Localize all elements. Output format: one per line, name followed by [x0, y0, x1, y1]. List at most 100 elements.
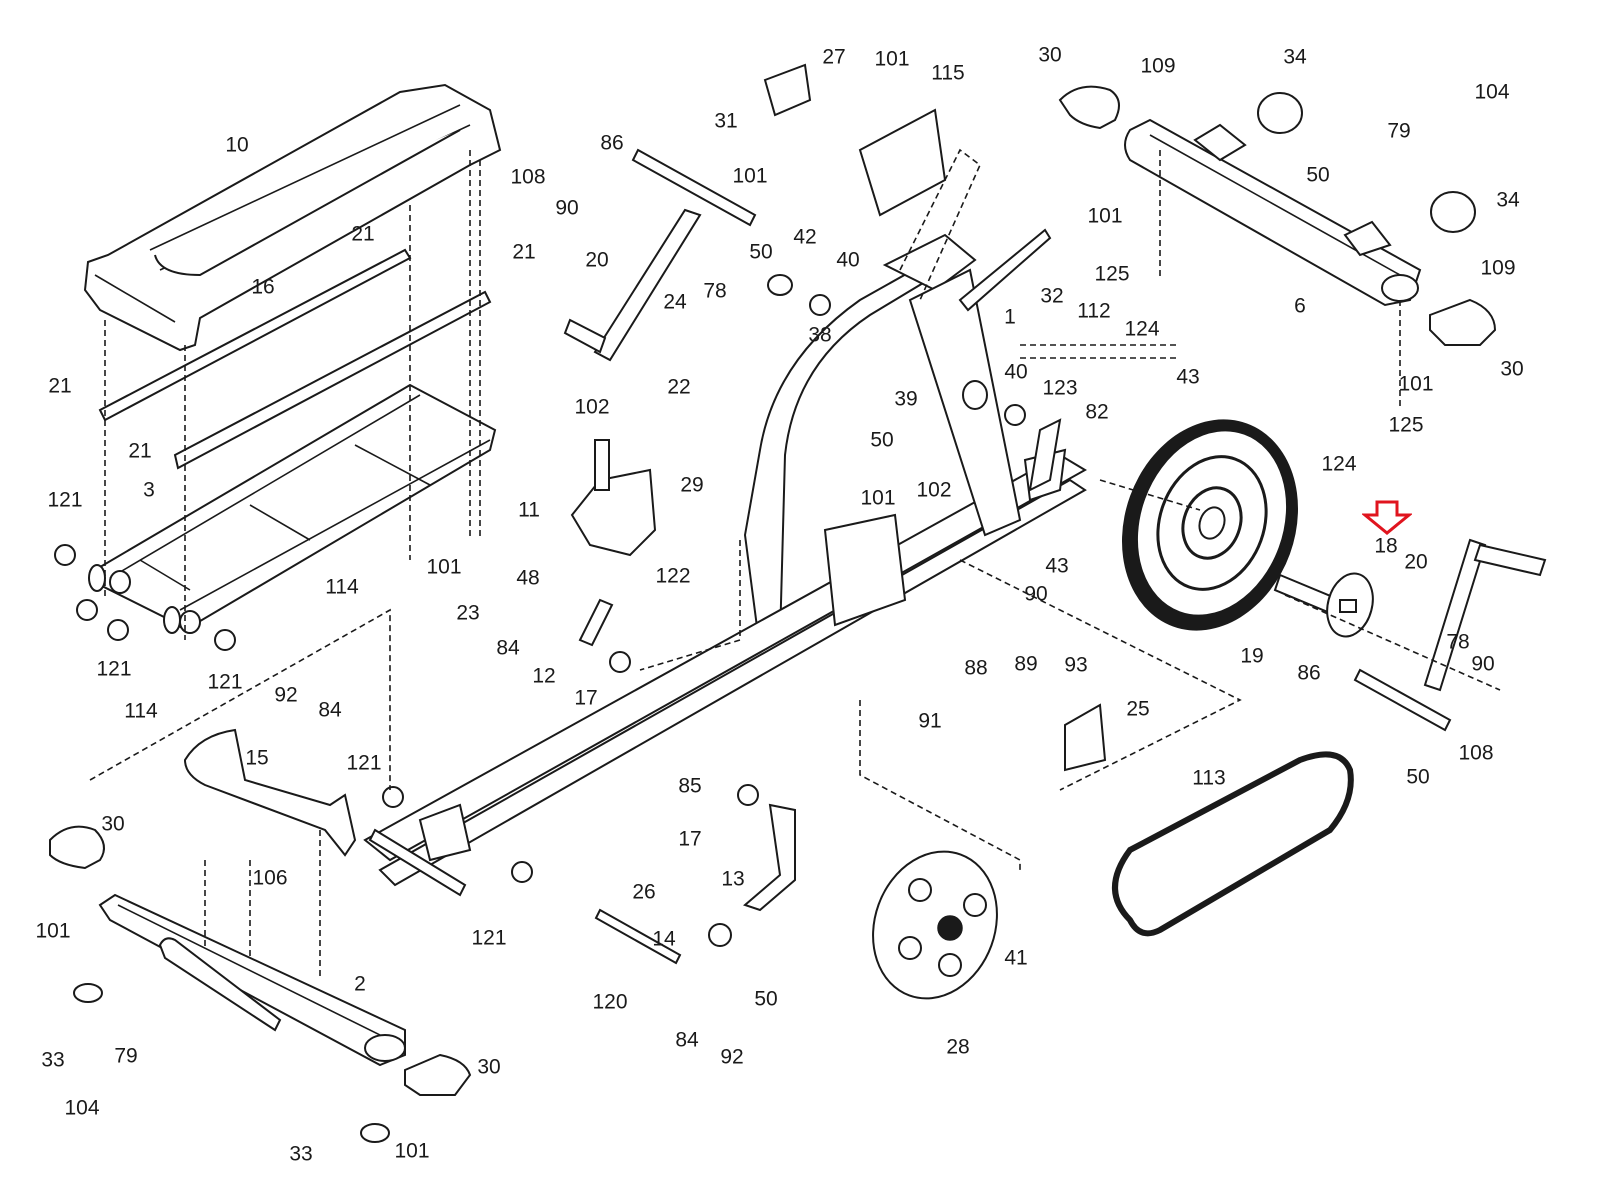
- callout-part-101: 101: [860, 486, 896, 510]
- callout-part-82: 82: [1085, 400, 1109, 424]
- callout-part-92: 92: [720, 1045, 744, 1069]
- callout-part-19: 19: [1240, 644, 1264, 668]
- highlight-arrow-icon: [1362, 500, 1412, 535]
- end-caps-and-wheels: [49, 85, 1497, 1096]
- callout-part-2: 2: [354, 972, 366, 996]
- callout-part-122: 122: [655, 564, 691, 588]
- callout-part-90: 90: [555, 196, 579, 220]
- callout-part-123: 123: [1042, 376, 1078, 400]
- callout-part-106: 106: [252, 866, 288, 890]
- callout-part-125: 125: [1094, 262, 1130, 286]
- part-20-pedal-arm-right: [1353, 538, 1547, 732]
- part-2-front-stabilizer: [98, 893, 406, 1067]
- callout-part-120: 120: [592, 990, 628, 1014]
- callout-part-102: 102: [574, 395, 610, 419]
- callout-part-23: 23: [456, 601, 480, 625]
- callout-part-124: 124: [1321, 452, 1357, 476]
- callout-part-12: 12: [532, 664, 556, 688]
- callout-part-16: 16: [251, 275, 275, 299]
- callout-part-101: 101: [732, 164, 768, 188]
- bushings-121: [54, 544, 533, 883]
- callout-part-93: 93: [1064, 653, 1088, 677]
- callout-part-33: 33: [289, 1142, 313, 1166]
- callout-part-50: 50: [1306, 163, 1330, 187]
- callout-part-43: 43: [1176, 365, 1200, 389]
- callout-part-101: 101: [1087, 204, 1123, 228]
- callout-part-121: 121: [207, 670, 243, 694]
- callout-part-108: 108: [1458, 741, 1494, 765]
- callout-part-109: 109: [1140, 54, 1176, 78]
- callout-part-78: 78: [703, 279, 727, 303]
- callout-part-114: 114: [124, 699, 158, 723]
- callout-part-27: 27: [822, 45, 846, 69]
- part-20-pedal-arm-left: [563, 148, 757, 362]
- callout-part-50: 50: [1406, 765, 1430, 789]
- callout-part-113: 113: [1192, 766, 1226, 790]
- callout-part-6: 6: [1294, 294, 1306, 318]
- callout-part-114: 114: [325, 575, 359, 599]
- callout-part-90: 90: [1471, 652, 1495, 676]
- callout-part-89: 89: [1014, 652, 1038, 676]
- callout-part-86: 86: [600, 131, 624, 155]
- callout-part-17: 17: [678, 827, 702, 851]
- callout-part-115: 115: [931, 61, 965, 85]
- callout-part-30: 30: [1500, 357, 1524, 381]
- callout-part-50: 50: [754, 987, 778, 1011]
- callout-part-25: 25: [1126, 697, 1150, 721]
- callout-part-124: 124: [1124, 317, 1160, 341]
- part-18-crank-axle[interactable]: [1273, 568, 1380, 641]
- callout-part-121: 121: [471, 926, 507, 950]
- callout-part-78: 78: [1446, 630, 1470, 654]
- callout-part-13: 13: [721, 867, 745, 891]
- callout-part-32: 32: [1040, 284, 1064, 308]
- callout-part-11: 11: [518, 498, 540, 522]
- callout-part-22: 22: [667, 375, 691, 399]
- callout-part-33: 33: [41, 1048, 65, 1072]
- callout-part-30: 30: [477, 1055, 501, 1079]
- part-10-console-cover: [83, 83, 502, 352]
- callout-part-101: 101: [35, 919, 71, 943]
- callout-part-48: 48: [516, 566, 540, 590]
- callout-part-40: 40: [836, 248, 860, 272]
- callout-part-104: 104: [1474, 80, 1510, 104]
- callout-part-34: 34: [1496, 188, 1520, 212]
- callout-part-1: 1: [1004, 305, 1016, 329]
- callout-part-40: 40: [1004, 360, 1028, 384]
- callout-part-125: 125: [1388, 413, 1424, 437]
- callout-part-24: 24: [663, 290, 687, 314]
- callout-part-79: 79: [114, 1044, 138, 1068]
- part-15-handle: [183, 728, 357, 857]
- callout-part-30: 30: [1038, 43, 1062, 67]
- callout-part-41: 41: [1004, 946, 1028, 970]
- callout-part-39: 39: [894, 387, 918, 411]
- callout-part-50: 50: [749, 240, 773, 264]
- callout-part-112: 112: [1077, 299, 1111, 323]
- callout-part-121: 121: [47, 488, 83, 512]
- callout-part-14: 14: [652, 927, 676, 951]
- callout-part-21: 21: [128, 439, 152, 463]
- callout-part-10: 10: [225, 133, 249, 157]
- callout-part-86: 86: [1297, 661, 1321, 685]
- callout-part-101: 101: [394, 1139, 430, 1163]
- callout-part-101: 101: [426, 555, 462, 579]
- callout-part-31: 31: [714, 109, 738, 133]
- callout-part-18[interactable]: 18: [1374, 534, 1398, 558]
- callout-part-102: 102: [916, 478, 952, 502]
- part-28-flywheel: [872, 850, 998, 1000]
- callout-part-85: 85: [678, 774, 702, 798]
- callout-part-101: 101: [1398, 372, 1434, 396]
- callout-part-84: 84: [496, 636, 520, 660]
- callout-part-34: 34: [1283, 45, 1307, 69]
- callout-part-38: 38: [808, 323, 832, 347]
- callout-part-88: 88: [964, 656, 988, 680]
- callout-part-26: 26: [632, 880, 656, 904]
- callout-part-43: 43: [1045, 554, 1069, 578]
- mechanism-parts: [570, 63, 1107, 965]
- part-6-rear-stabilizer: [1124, 118, 1422, 307]
- callout-part-108: 108: [510, 165, 546, 189]
- callout-part-84: 84: [675, 1028, 699, 1052]
- callout-part-21: 21: [512, 240, 536, 264]
- callout-part-90: 90: [1024, 582, 1048, 606]
- part-3-sub-frame: [88, 383, 497, 634]
